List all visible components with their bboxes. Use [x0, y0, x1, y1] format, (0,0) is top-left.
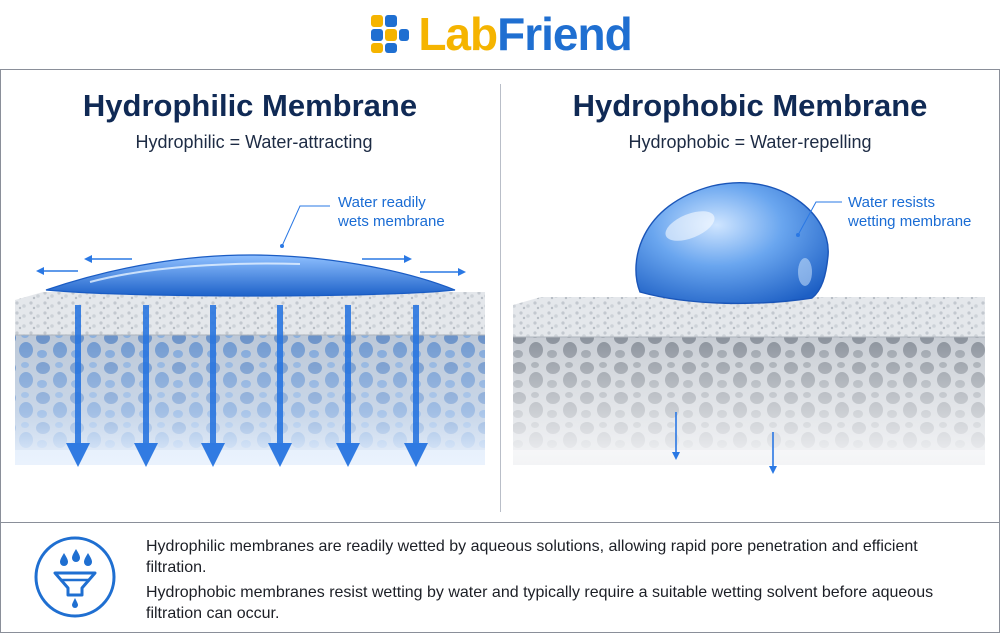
water-film	[45, 254, 456, 297]
footer-paragraph-hydrophobic: Hydrophobic membranes resist wetting by …	[146, 584, 934, 622]
spread-arrows	[36, 255, 466, 276]
hydrophilic-callout: Water readily wets membrane	[338, 193, 445, 231]
labfriend-logo-icon	[371, 15, 410, 53]
hydrophobic-title: Hydrophobic Membrane	[572, 88, 928, 123]
footer-divider	[0, 522, 1000, 523]
brand-name-part2: Friend	[497, 8, 633, 60]
footer-paragraph-hydrophilic: Hydrophilic membranes are readily wetted…	[146, 538, 918, 576]
labfriend-logo[interactable]: LabFriend	[368, 8, 633, 60]
water-drops-funnel-icon	[34, 536, 116, 618]
footer-description: Hydrophilic membranes are readily wetted…	[146, 536, 976, 628]
hydrophobic-callout-line1: Water resists	[848, 194, 935, 211]
hydrophobic-callout: Water resists wetting membrane	[848, 193, 971, 231]
hydrophilic-callout-line1: Water readily	[338, 194, 426, 211]
water-droplet	[635, 181, 829, 305]
hydrophilic-callout-leader	[281, 205, 330, 247]
hydrophobic-callout-line2: wetting membrane	[848, 213, 972, 230]
hydrophilic-membrane	[15, 205, 485, 467]
header: LabFriend	[0, 0, 1000, 68]
hydrophobic-callout-leader	[797, 201, 842, 236]
panel-divider	[500, 84, 501, 512]
brand-name: LabFriend	[418, 8, 633, 60]
flow-arrows	[66, 305, 428, 467]
minimal-flow-arrows	[672, 412, 777, 474]
brand-name-part1: Lab	[418, 8, 498, 60]
hydrophobic-membrane	[513, 181, 985, 474]
hydrophilic-title: Hydrophilic Membrane	[82, 88, 418, 123]
hydrophilic-subtitle: Hydrophilic = Water-attracting	[135, 132, 373, 152]
hydrophilic-callout-line2: wets membrane	[338, 213, 445, 230]
hydrophobic-subtitle: Hydrophobic = Water-repelling	[628, 132, 872, 152]
